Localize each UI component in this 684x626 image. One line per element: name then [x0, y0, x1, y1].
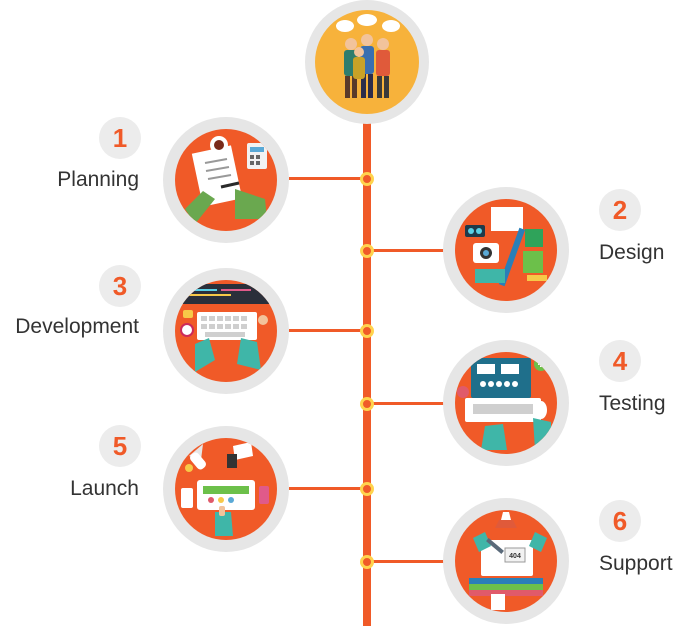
step-circle-testing	[443, 340, 569, 466]
timeline-dot-design	[360, 244, 374, 258]
team-people-icon	[315, 10, 419, 114]
testing-laptop-icon	[455, 352, 557, 454]
timeline-dot-planning	[360, 172, 374, 186]
step-label-testing: Testing	[599, 392, 666, 415]
connector-planning	[289, 177, 367, 180]
support-tools-icon: 404	[455, 510, 557, 612]
team-circle	[305, 0, 429, 124]
step-circle-launch	[163, 426, 289, 552]
step-number-planning: 1	[99, 117, 141, 159]
step-label-launch: Launch	[70, 477, 139, 500]
step-number-testing: 4	[599, 340, 641, 382]
connector-support	[367, 560, 445, 563]
step-circle-design	[443, 187, 569, 313]
step-circle-development	[163, 268, 289, 394]
timeline-line	[363, 118, 371, 626]
step-circle-support: 404	[443, 498, 569, 624]
connector-development	[289, 329, 367, 332]
timeline-dot-development	[360, 324, 374, 338]
step-number-support: 6	[599, 500, 641, 542]
connector-testing	[367, 402, 445, 405]
timeline-dot-testing	[360, 397, 374, 411]
step-number-development: 3	[99, 265, 141, 307]
planning-clipboard-icon	[175, 129, 277, 231]
step-label-design: Design	[599, 241, 665, 264]
design-tools-icon	[455, 199, 557, 301]
development-laptop-icon	[175, 280, 277, 382]
step-number-design: 2	[599, 189, 641, 231]
step-number-launch: 5	[99, 425, 141, 467]
step-circle-planning	[163, 117, 289, 243]
timeline-dot-support	[360, 555, 374, 569]
step-label-support: Support	[599, 552, 673, 575]
connector-design	[367, 249, 445, 252]
connector-launch	[289, 487, 367, 490]
step-label-planning: Planning	[57, 168, 139, 191]
svg-text:404: 404	[509, 553, 521, 560]
timeline-dot-launch	[360, 482, 374, 496]
step-label-development: Development	[15, 315, 139, 338]
launch-rocket-icon	[175, 438, 277, 540]
